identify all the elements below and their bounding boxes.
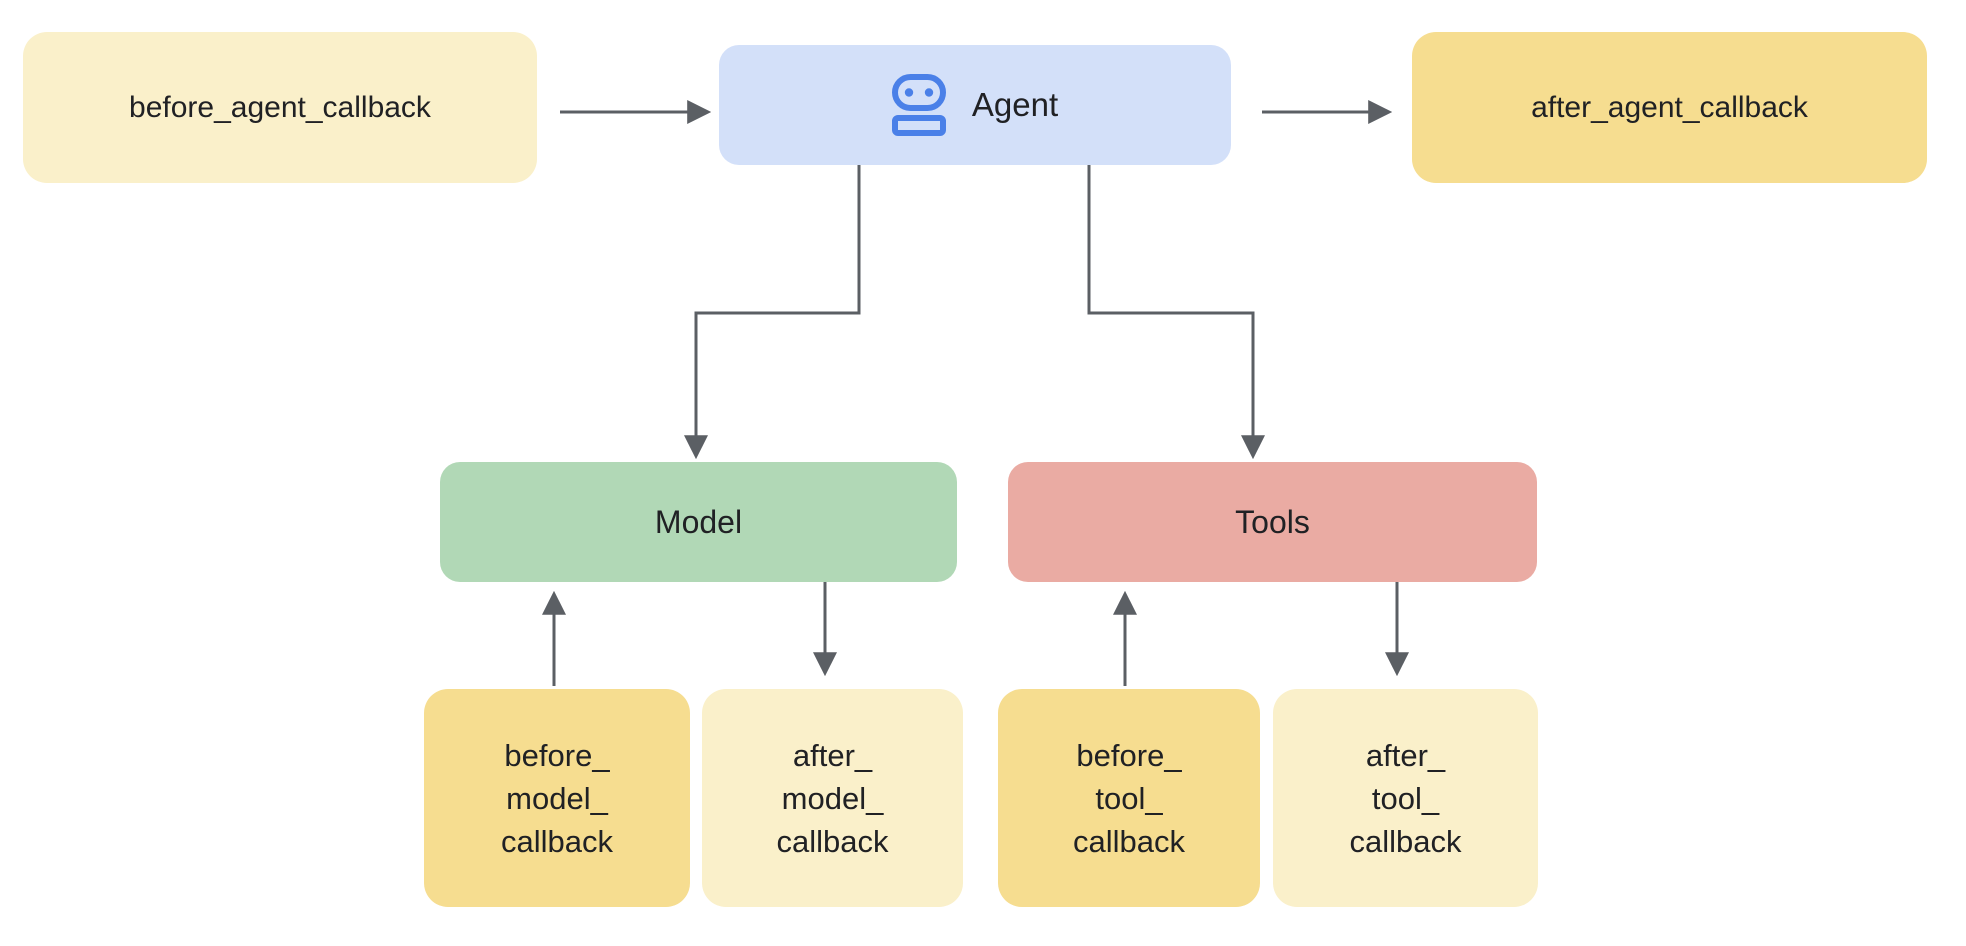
- node-after-tool-callback: after_ tool_ callback: [1273, 689, 1538, 907]
- node-after-agent-callback: after_agent_callback: [1412, 32, 1927, 183]
- label-line: before_: [1076, 737, 1182, 773]
- label-line: callback: [1073, 823, 1185, 859]
- label-line: callback: [776, 823, 889, 859]
- label-line: tool_: [1371, 780, 1440, 816]
- edge-agent-to-tools: [1087, 165, 1265, 460]
- agent-label: Agent: [971, 86, 1059, 124]
- after-agent-callback-label: after_agent_callback: [1531, 90, 1808, 124]
- node-model: Model: [440, 462, 957, 582]
- label-line: model_: [506, 780, 608, 816]
- robot-icon: [891, 74, 946, 136]
- tools-label: Tools: [1235, 503, 1310, 540]
- before-model-callback-label: before_ model_ callback: [501, 734, 613, 863]
- node-agent: Agent: [719, 45, 1231, 165]
- label-line: callback: [1349, 823, 1462, 859]
- after-model-callback-label: after_ model_ callback: [777, 734, 889, 863]
- label-line: tool_: [1095, 780, 1163, 816]
- node-before-agent-callback: before_agent_callback: [23, 32, 537, 183]
- before-agent-callback-label: before_agent_callback: [129, 90, 431, 124]
- label-line: after_: [1365, 737, 1446, 773]
- node-after-model-callback: after_ model_ callback: [702, 689, 963, 907]
- before-tool-callback-label: before_ tool_ callback: [1073, 734, 1185, 863]
- label-line: before_: [504, 737, 610, 773]
- node-before-tool-callback: before_ tool_ callback: [998, 689, 1260, 907]
- edge-agent-to-model: [684, 165, 861, 460]
- label-line: after_: [792, 737, 873, 773]
- label-line: model_: [781, 780, 884, 816]
- label-line: callback: [501, 823, 613, 859]
- model-label: Model: [654, 503, 743, 540]
- node-before-model-callback: before_ model_ callback: [424, 689, 690, 907]
- node-tools: Tools: [1008, 462, 1537, 582]
- after-tool-callback-label: after_ tool_ callback: [1350, 734, 1462, 863]
